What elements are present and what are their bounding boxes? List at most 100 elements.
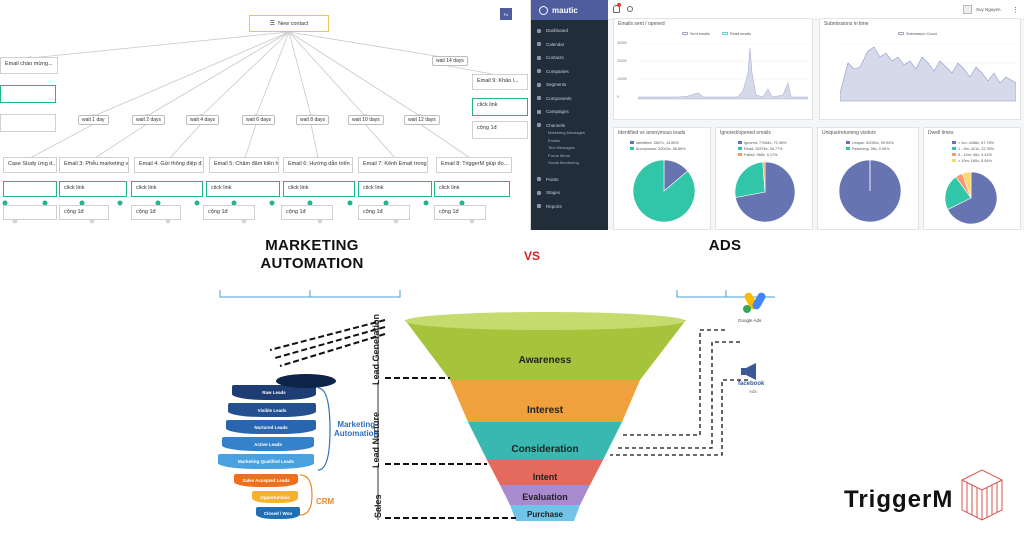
flow-click-2[interactable]: click link: [59, 181, 127, 197]
flow-email-7[interactable]: Email 7: Kênh Email trong...: [358, 157, 428, 173]
flow-start-node[interactable]: ☰ New contact: [249, 15, 329, 32]
pie-3-chart: [838, 159, 902, 223]
flow-score-5[interactable]: cộng 1đ: [281, 205, 333, 220]
identified-anonymous-card: Identified vs anonymous leads Identified…: [613, 127, 711, 230]
flow-wait-8[interactable]: wait 8 days: [296, 115, 330, 125]
flow-wait-14-days[interactable]: wait 14 days: [432, 56, 468, 66]
flow-email-welcome[interactable]: Email chào mừng...: [0, 57, 58, 74]
flow-click-1[interactable]: [3, 181, 57, 197]
emails-ytick: 10000: [617, 77, 627, 81]
nav-item-campaigns[interactable]: Campaigns: [531, 105, 608, 118]
emails-ytick: 30000: [617, 41, 627, 45]
submissions-area-chart: [840, 43, 1016, 102]
flow-email-9-click[interactable]: click link: [472, 98, 528, 116]
flow-condition-node[interactable]: [0, 114, 56, 132]
nav-label: Segments: [546, 82, 567, 87]
nav-label: Channels: [546, 122, 566, 128]
flow-click-6[interactable]: click link: [358, 181, 432, 197]
pie-icon: [537, 82, 541, 87]
subnav-item[interactable]: Social Monitoring: [548, 160, 579, 165]
nav-item-stages[interactable]: Stages: [531, 186, 608, 199]
nav-label: Components: [546, 95, 572, 101]
pie-2-legend-2: Failed: 968x, 0.17%: [738, 153, 778, 157]
pie-slice: [961, 171, 972, 199]
pie-1-chart: [632, 159, 696, 223]
flow-score-4[interactable]: cộng 1đ: [203, 205, 255, 220]
flow-email-8[interactable]: Email 8: TriggerM giúp đo...: [436, 157, 512, 173]
flow-score-2[interactable]: cộng 1đ: [59, 205, 109, 220]
facebook-ads-label: Ads: [749, 389, 757, 394]
building-icon: [537, 69, 541, 73]
submissions-card: Submissions in time Submission Count: [819, 18, 1021, 120]
marketing-automation-title: MARKETING AUTOMATION: [260, 237, 364, 272]
vs-label: VS: [524, 249, 541, 263]
nav-item-reports[interactable]: Reports: [531, 200, 608, 213]
stage-lead-nurture: Lead Nurture: [371, 411, 381, 468]
flow-click-7[interactable]: click link: [434, 181, 510, 197]
nav-item-components[interactable]: Components: [531, 92, 608, 105]
pie-4-legend-0: < 1m: 4288x, 67.75%: [952, 141, 994, 145]
flow-wait-12[interactable]: wait 12 days: [404, 115, 440, 125]
search-icon[interactable]: [627, 6, 633, 12]
mautic-logo[interactable]: mautic: [531, 0, 608, 20]
nav-item-companies[interactable]: Companies: [531, 65, 608, 78]
facebook-megaphone-icon: [741, 363, 756, 380]
flow-score-6[interactable]: cộng 1đ: [358, 205, 410, 220]
flow-email-3[interactable]: Email 3: Phễu marketing v...: [59, 157, 129, 173]
flow-click-5[interactable]: click link: [283, 181, 355, 197]
flow-branch-node[interactable]: [0, 85, 56, 103]
subnav-item[interactable]: Focus Items: [548, 152, 570, 158]
nav-item-contacts[interactable]: Contacts: [531, 51, 608, 64]
flow-email-5[interactable]: Email 5: Chăm đăm kiên h...: [209, 157, 279, 173]
subnav-item[interactable]: Emails: [548, 137, 561, 143]
nav-item-points[interactable]: Points: [531, 173, 608, 186]
google-ads-label: Google Ads: [738, 318, 762, 323]
pie-slice: [947, 171, 998, 225]
flow-score-7[interactable]: cộng 1đ: [434, 205, 486, 220]
nav-item-calendar[interactable]: Calendar: [531, 38, 608, 51]
flow-email-9[interactable]: Email 9: Khảo l...: [472, 74, 528, 90]
flow-wait-6[interactable]: wait 6 days: [242, 115, 276, 125]
nav-item-segments[interactable]: Segments: [531, 78, 608, 91]
crm-funnel-tier: Raw Leads: [232, 385, 316, 400]
crm-funnel-tier: Marketing Qualified Leads: [218, 454, 314, 469]
flow-click-3[interactable]: click link: [131, 181, 203, 197]
crm-funnel-mouth: [276, 374, 336, 388]
flow-wait-4[interactable]: wait 4 days: [186, 115, 220, 125]
user-name[interactable]: Suy Nguyen: [976, 7, 1001, 12]
flow-email-4[interactable]: Email 4: Gửi thông điệp đ...: [134, 157, 204, 173]
funnel-intent: Intent: [532, 472, 558, 482]
flow-wait-10[interactable]: wait 10 days: [348, 115, 384, 125]
flow-wait-2[interactable]: wait 2 days: [132, 115, 166, 125]
nav-item-channels[interactable]: Channels: [531, 119, 608, 132]
flow-action-button[interactable]: Fo: [500, 8, 512, 20]
grid-icon[interactable]: ⋮: [1012, 7, 1019, 14]
flow-click-4[interactable]: click link: [206, 181, 280, 197]
notification-badge: [617, 3, 621, 7]
emails-legend-sent: Sent emails: [682, 32, 710, 36]
flow-email-9-score[interactable]: cộng 1đ: [472, 121, 528, 139]
flow-email-2[interactable]: Case Study ứng d...: [3, 157, 57, 173]
facebook-label: facebook: [738, 381, 765, 387]
crm-funnel-tier: Closed / Won: [256, 507, 300, 519]
nav-item-dashboard[interactable]: Dashboard: [531, 24, 608, 37]
flow-score-3[interactable]: cộng 1đ: [131, 205, 181, 220]
nav-label: Companies: [546, 68, 569, 74]
pie-2-title: Ignored/opened emails: [720, 130, 771, 136]
emails-sent-opened-card: Emails sent / opened Sent emails Read em…: [613, 18, 813, 120]
emails-line-chart: [638, 43, 808, 100]
flow-email-6[interactable]: Email 6: Hướng dẫn triển ...: [283, 157, 353, 173]
user-avatar[interactable]: [963, 5, 972, 14]
flow-wait-1[interactable]: wait 1 day: [78, 115, 109, 125]
flow-score-1[interactable]: [3, 205, 57, 220]
pie-3-legend-0: Unique: 52060x, 99.94%: [846, 141, 894, 145]
subnav-item[interactable]: Text Messages: [548, 145, 575, 150]
notification-icon[interactable]: [613, 5, 620, 13]
crm-funnel-tier: Visible Leads: [228, 403, 316, 417]
pie-4-legend-1: 1 - 5m: 421x, 22.39%: [952, 147, 994, 151]
start-node-label: New contact: [278, 20, 309, 27]
subnav-item[interactable]: Marketing Messages: [548, 130, 585, 135]
calc-icon: [537, 177, 541, 181]
